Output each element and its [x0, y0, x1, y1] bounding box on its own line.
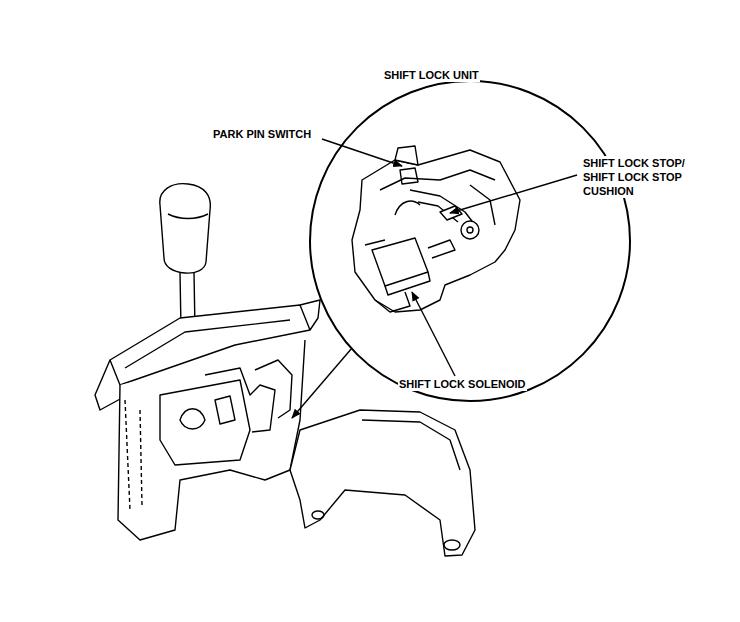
- inset-title: SHIFT LOCK UNIT: [383, 68, 480, 82]
- part-name: SHIFT LOCK SOLENOID: [398, 377, 527, 391]
- part-name: SHIFT LOCK STOP/ SHIFT LOCK STOP CUSHION: [582, 156, 709, 198]
- part-name: PARK PIN SWITCH: [212, 127, 312, 141]
